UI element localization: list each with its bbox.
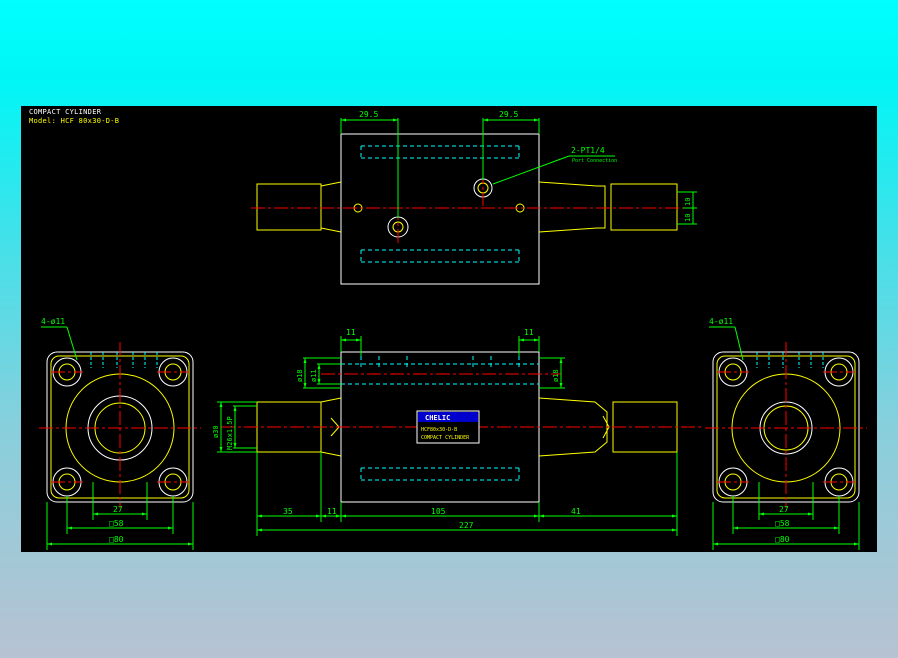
front-dia-right: ø18 — [552, 369, 560, 382]
port-callout-label: 2-PT1/4 — [571, 146, 605, 155]
left-dim-inner: 27 — [113, 505, 123, 514]
model-label: Model: HCF 80x30-D-B — [29, 117, 120, 125]
top-dim-left-label: 29.5 — [359, 110, 378, 119]
top-view-outline — [340, 133, 540, 285]
nameplate-model: HCF80x30-D-B — [421, 427, 457, 433]
front-dia-left-a: ø18 — [296, 369, 304, 382]
front-dim-227: 227 — [459, 521, 474, 530]
top-view: 29.5 29.5 2-PT1/4 Port Connection 10 10 — [251, 110, 697, 285]
left-dim-mid: □58 — [109, 519, 124, 528]
front-dim-105: 105 — [431, 507, 446, 516]
front-thread: M26x1.5P — [226, 416, 234, 450]
port-callout-sub-label: Port Connection — [572, 158, 617, 164]
title-block: COMPACT CYLINDER Model: HCF 80x30-D-B — [29, 108, 119, 126]
drawing-views: 29.5 29.5 2-PT1/4 Port Connection 10 10 — [39, 110, 867, 550]
top-view-dimensions — [340, 118, 697, 225]
front-dim-11: 11 — [327, 507, 337, 516]
front-dim-41: 41 — [571, 507, 581, 516]
drawing-title: COMPACT CYLINDER — [29, 108, 102, 116]
front-dim-top-right: 11 — [524, 328, 534, 337]
top-view-rods — [256, 181, 678, 233]
nameplate: CHELIC HCF80x30-D-B COMPACT CYLINDER — [416, 410, 480, 444]
front-view: CHELIC HCF80x30-D-B COMPACT CYLINDER — [212, 328, 701, 536]
top-view-centerlines — [251, 170, 685, 246]
front-dia-left-b: ø11 — [310, 369, 318, 382]
top-dim-right-label: 29.5 — [499, 110, 518, 119]
front-dim-35: 35 — [283, 507, 293, 516]
top-view-dim-labels: 29.5 29.5 2-PT1/4 Port Connection 10 10 — [359, 110, 692, 222]
nameplate-type: COMPACT CYLINDER — [421, 435, 470, 441]
right-dim-inner: 27 — [779, 505, 789, 514]
left-dim-outer: □80 — [109, 535, 124, 544]
front-dim-top-left: 11 — [346, 328, 356, 337]
right-dim-outer: □80 — [775, 535, 790, 544]
left-holes-label: 4-ø11 — [41, 317, 65, 326]
right-holes-label: 4-ø11 — [709, 317, 733, 326]
rod-dim-lower: 10 — [684, 214, 692, 222]
right-dim-mid: □58 — [775, 519, 790, 528]
rod-dim-upper: 10 — [684, 198, 692, 206]
left-end-view: 4-ø11 27 □58 □80 — [39, 317, 201, 550]
cad-drawing-canvas: COMPACT CYLINDER Model: HCF 80x30-D-B — [21, 106, 877, 552]
right-end-view: 4-ø11 27 □58 □80 — [705, 317, 867, 550]
top-view-hidden-lines — [360, 145, 520, 263]
front-dia-rod: ø30 — [212, 425, 220, 438]
nameplate-brand: CHELIC — [425, 414, 450, 422]
